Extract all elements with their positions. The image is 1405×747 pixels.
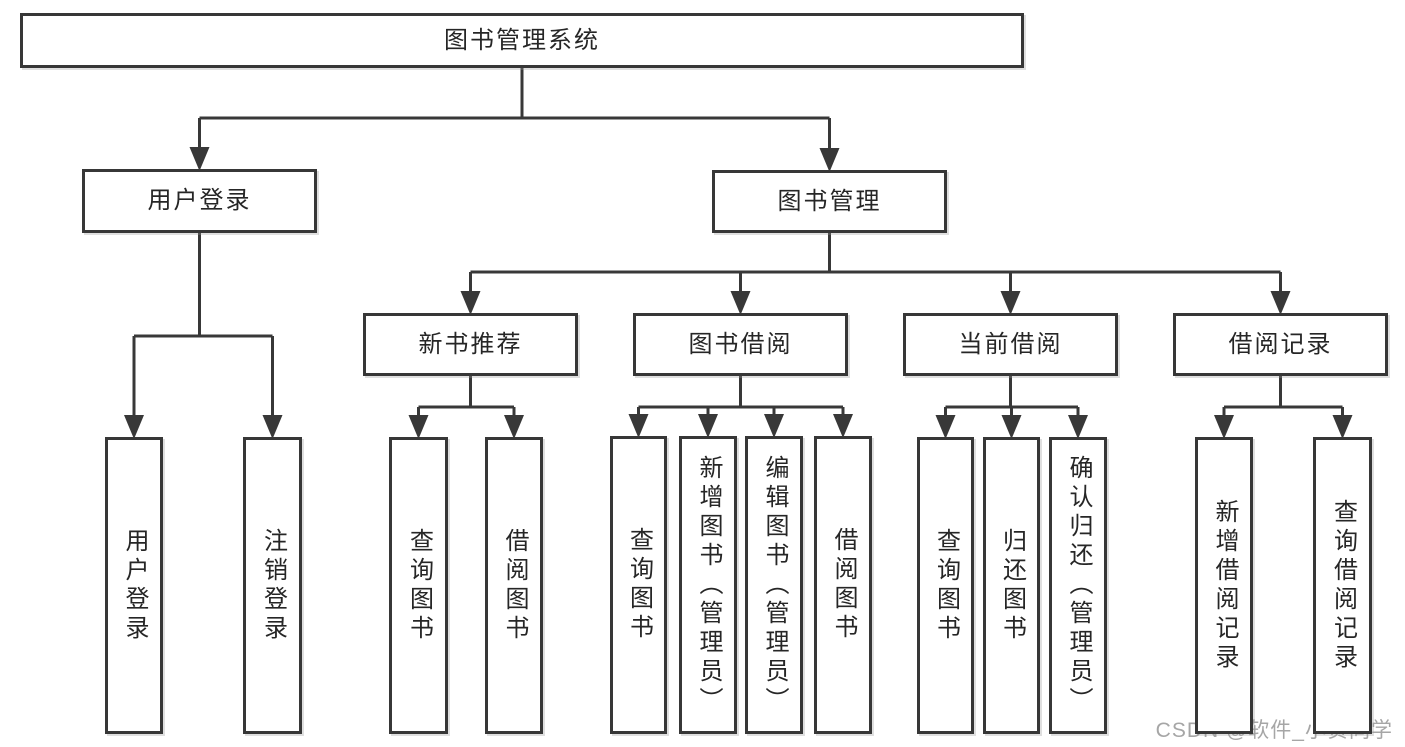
node-current-return-books: 归还图书 bbox=[983, 437, 1040, 734]
node-borrowing-records: 借阅记录 bbox=[1173, 313, 1388, 376]
node-records-query-record: 查询借阅记录 bbox=[1313, 437, 1372, 734]
node-borrowing-query-books: 查询图书 bbox=[610, 436, 667, 734]
node-recommend-query-books: 查询图书 bbox=[389, 437, 448, 734]
node-user-logout: 注销登录 bbox=[243, 437, 302, 734]
node-records-add-record: 新增借阅记录 bbox=[1195, 437, 1253, 734]
node-borrowing-edit-books-admin: 编辑图书（管理员） bbox=[745, 436, 803, 734]
node-current-borrowing: 当前借阅 bbox=[903, 313, 1118, 376]
node-user-login: 用户登录 bbox=[105, 437, 163, 734]
node-current-query-books: 查询图书 bbox=[917, 437, 974, 734]
node-recommend-borrow-books: 借阅图书 bbox=[485, 437, 543, 734]
node-borrowing-borrow-books: 借阅图书 bbox=[814, 436, 872, 734]
node-borrowing-add-books-admin: 新增图书（管理员） bbox=[679, 436, 737, 734]
node-book-management-module: 图书管理 bbox=[712, 170, 947, 233]
node-system-root: 图书管理系统 bbox=[20, 13, 1024, 68]
node-book-borrowing: 图书借阅 bbox=[633, 313, 848, 376]
node-new-book-recommend: 新书推荐 bbox=[363, 313, 578, 376]
node-current-confirm-return-admin: 确认归还（管理员） bbox=[1049, 437, 1107, 734]
node-user-login-module: 用户登录 bbox=[82, 169, 317, 233]
